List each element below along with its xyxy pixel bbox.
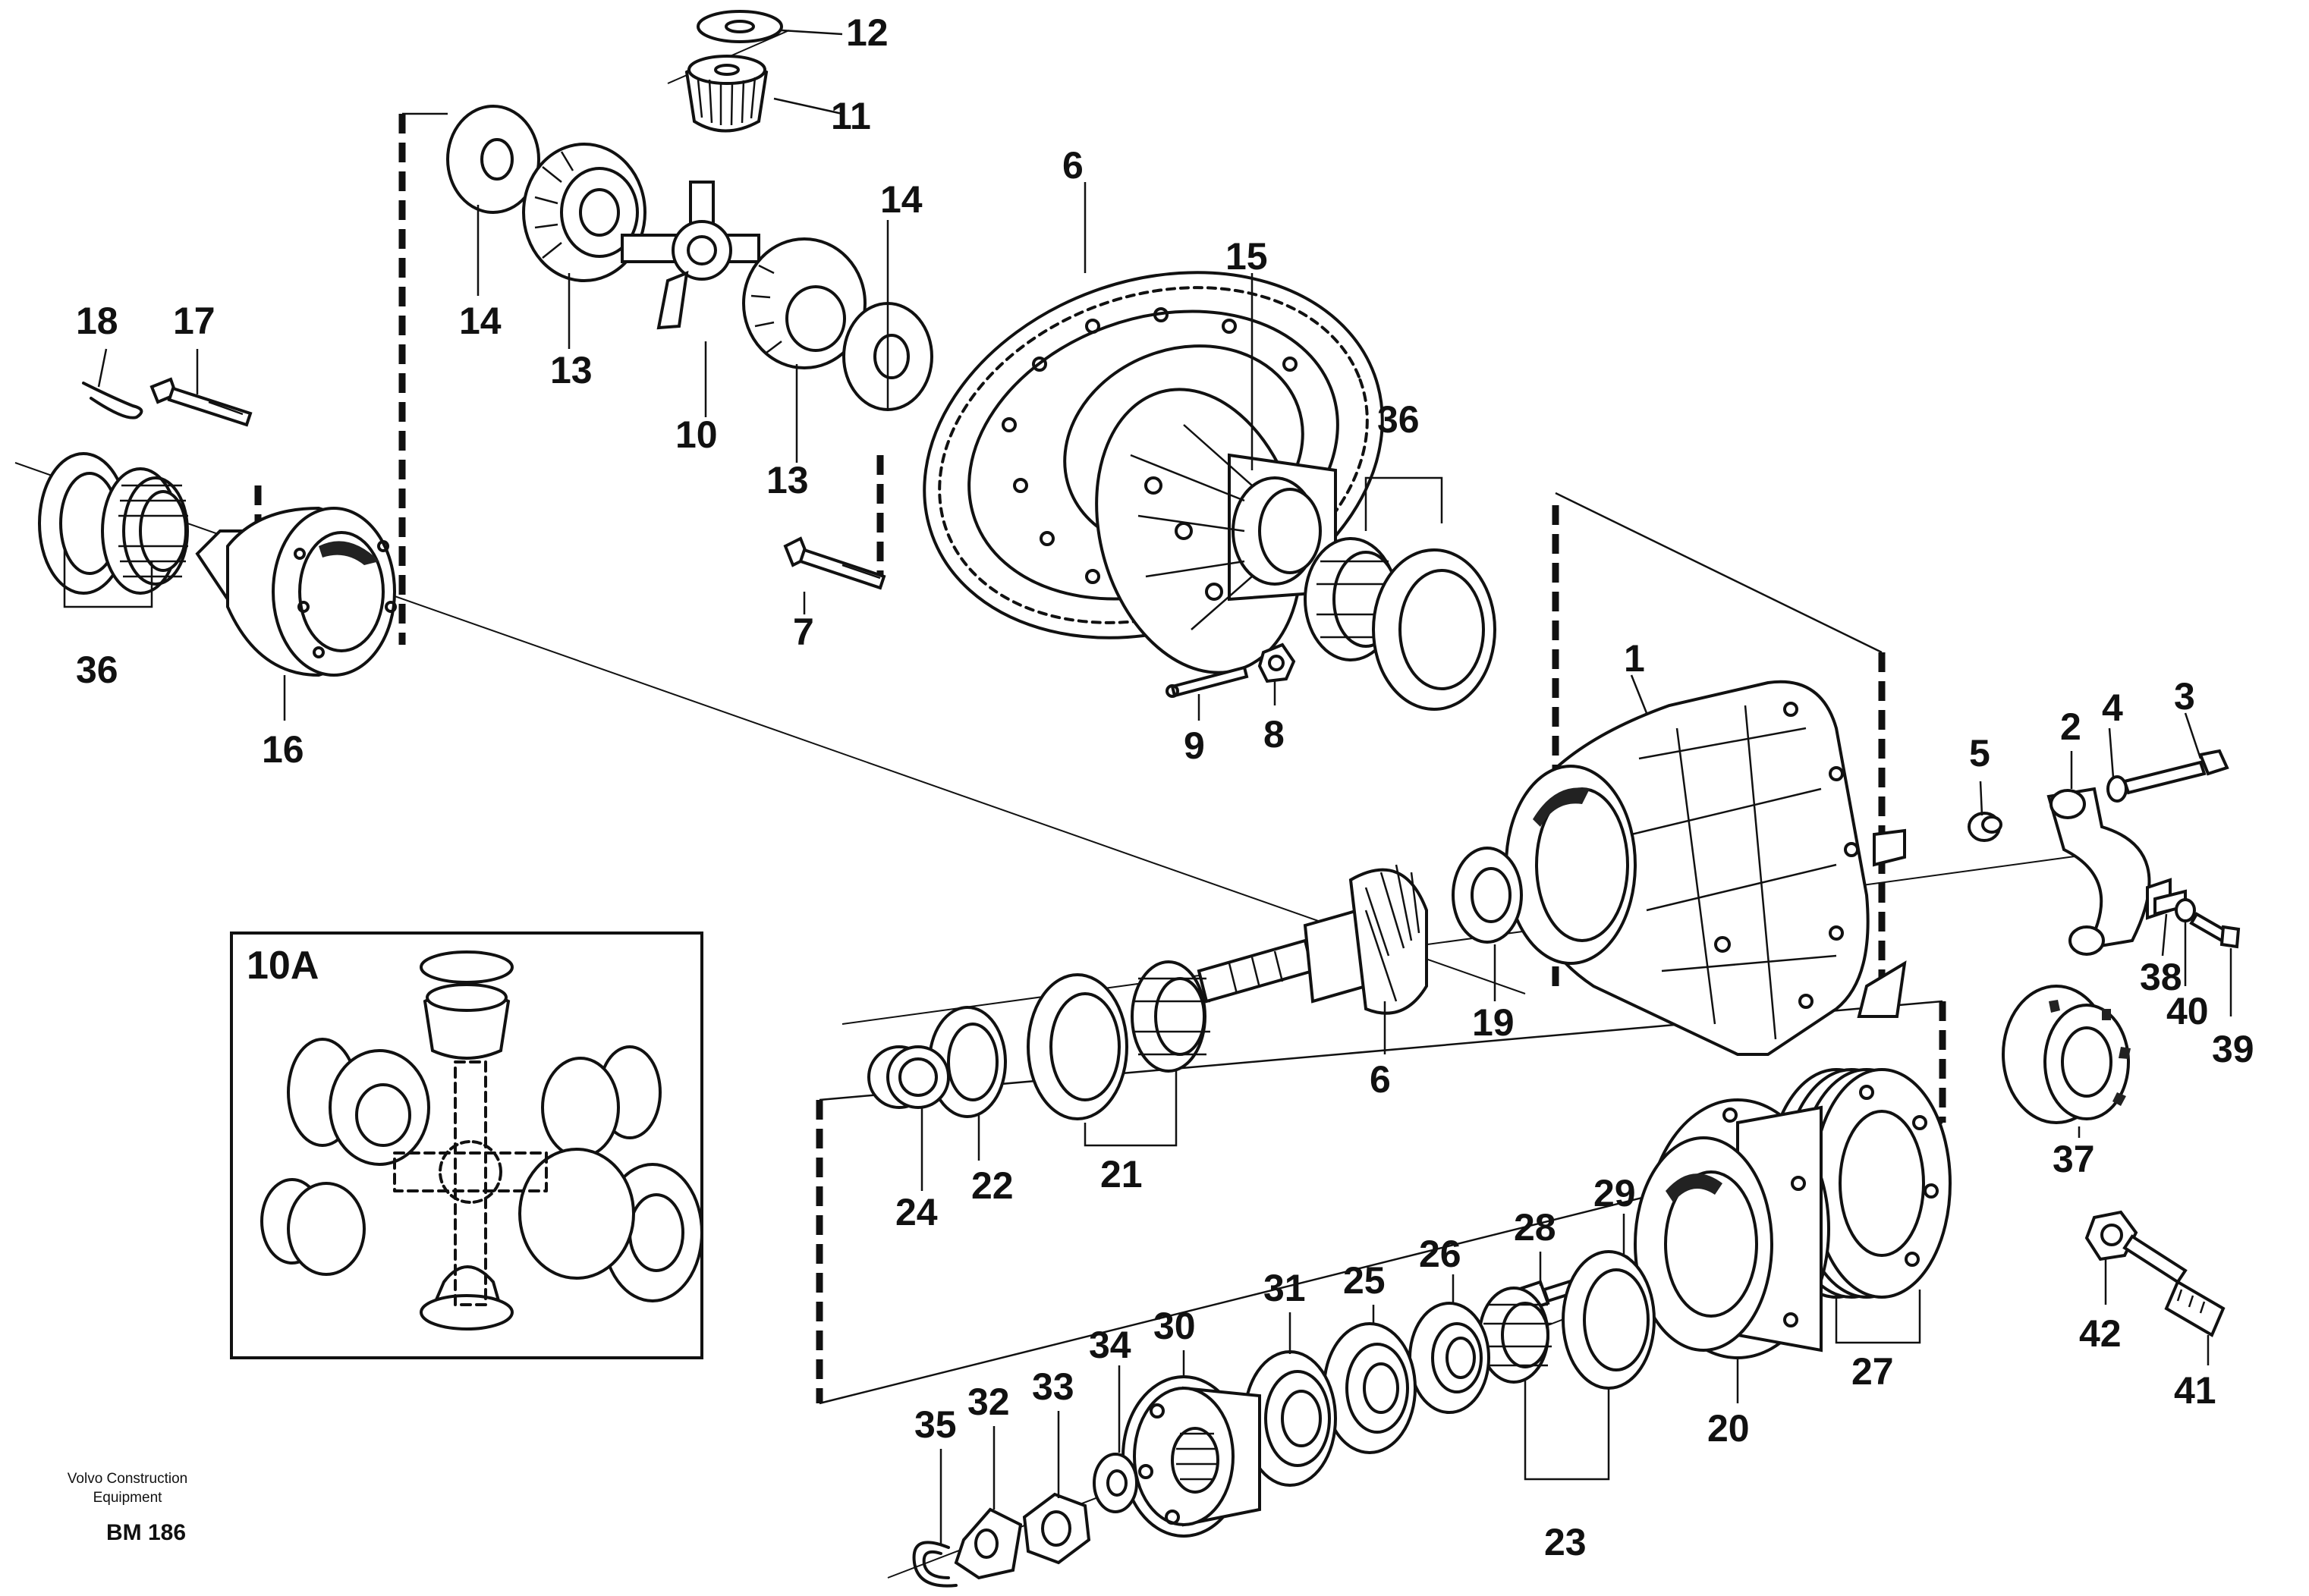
stud-41 [2122,1234,2226,1337]
callout-14-top: 14 [459,300,502,342]
bearing-36-right [1304,537,1496,711]
callout-21: 21 [1100,1153,1143,1195]
spacer-24 [867,1045,950,1109]
callout-11: 11 [831,95,871,137]
nut-8 [1257,642,1296,683]
thrust-washer-14-top [446,105,540,214]
inset-title: 10A [247,944,319,988]
callout-41: 41 [2174,1369,2216,1412]
side-gear-13-top [522,143,646,282]
callout-5: 5 [1969,732,1990,774]
callout-13-lower: 13 [766,459,809,501]
callout-10: 10 [675,413,718,456]
washer-40 [2175,898,2196,922]
callout-8: 8 [1263,713,1285,756]
washer-34 [1093,1453,1138,1513]
nut-33 [1022,1492,1091,1565]
callout-2: 2 [2060,705,2081,748]
callout-37: 37 [2053,1138,2095,1180]
callout-35: 35 [914,1403,957,1446]
bearing-cap-2 [2046,787,2151,956]
pinion-housing-20 [1634,1098,1830,1359]
callout-42: 42 [2079,1312,2122,1355]
callout-1: 1 [1624,637,1645,680]
callout-13-top: 13 [550,349,593,391]
bolt-7 [783,536,886,590]
callout-18: 18 [76,300,118,342]
callout-26: 26 [1419,1233,1461,1275]
callout-6-pinion: 6 [1370,1058,1391,1101]
screw-39 [2189,912,2241,949]
callout-6-ring-gear: 6 [1062,144,1084,187]
callout-30: 30 [1153,1305,1196,1347]
callout-38: 38 [2140,956,2182,998]
callout-29: 29 [1593,1172,1636,1214]
callout-19: 19 [1472,1001,1515,1044]
axle-housing-1 [1505,680,1907,1056]
callout-numbers: 12 11 14 13 10 13 14 6 15 36 7 9 8 18 17… [76,11,2254,1563]
inset-10a-panel [230,932,703,1359]
callout-16: 16 [262,728,304,771]
callout-22: 22 [971,1164,1014,1207]
differential-housing-15 [1095,388,1337,674]
leader-lines [63,29,2232,1544]
seal-ring-26 [1408,1302,1490,1414]
callout-20: 20 [1707,1407,1750,1450]
company-name-line1: Volvo Construction [68,1471,187,1487]
bolt-3 [2122,749,2229,795]
callout-7: 7 [793,611,814,653]
drawing-code: BM 186 [106,1520,186,1545]
callout-39: 39 [2212,1028,2254,1070]
callout-17: 17 [173,300,215,342]
adjusting-nut-37 [2002,985,2131,1124]
callout-24: 24 [895,1191,938,1233]
callout-15: 15 [1225,235,1268,278]
callout-9: 9 [1184,724,1205,767]
callout-3: 3 [2174,675,2195,718]
washer-4 [2106,775,2128,803]
callout-36-right: 36 [1377,398,1420,441]
callout-34: 34 [1089,1324,1131,1366]
bearing-21 [1027,960,1210,1120]
bolt-17 [149,377,253,427]
callout-32: 32 [967,1381,1010,1423]
thrust-washer-12 [697,10,783,43]
side-gear-13-lower [742,237,867,369]
callout-36-left: 36 [76,649,118,691]
bearing-23 [1478,1250,1656,1390]
cotter-pin-9 [1166,665,1249,698]
footer: Volvo Construction Equipment BM 186 [68,1471,187,1545]
callout-33: 33 [1032,1365,1074,1408]
companion-flange-30 [1121,1375,1261,1538]
callout-27: 27 [1851,1350,1894,1393]
drive-pinion-6 [1197,864,1428,1015]
cotter-pin-18 [82,382,143,419]
company-name-line2: Equipment [93,1490,163,1506]
callout-25: 25 [1343,1259,1386,1302]
callout-14-right: 14 [880,178,923,221]
bearing-19 [1452,847,1523,944]
callout-40: 40 [2166,990,2209,1032]
spider-cross-10 [621,181,760,330]
bearing-cone-36-left [101,467,189,595]
callout-12: 12 [846,11,889,54]
shim-pack-27 [1766,1068,1952,1299]
ring-22 [928,1006,1007,1118]
callout-4: 4 [2102,686,2123,729]
callout-23: 23 [1544,1521,1587,1563]
differential-case-half-16 [195,506,397,677]
callout-31: 31 [1263,1267,1306,1309]
pinion-gear-11 [684,55,769,133]
seal-25 [1323,1322,1417,1454]
sleeve-5 [1968,812,2002,842]
circlip-35 [912,1541,958,1588]
callout-28: 28 [1514,1206,1556,1249]
lock-washer-32 [954,1507,1023,1580]
